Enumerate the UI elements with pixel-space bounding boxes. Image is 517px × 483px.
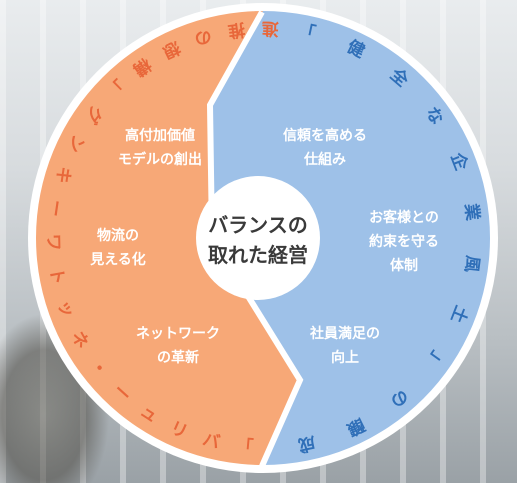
right-arc-char: 土 — [446, 303, 472, 326]
left-arc-char: の — [192, 25, 214, 49]
left-seg3-line1: ネットワーク — [136, 326, 220, 342]
left-seg1-line1: 高付加価値 — [125, 127, 195, 144]
left-arc-char: 推 — [227, 19, 247, 42]
center-title-line1: バランスの — [208, 213, 308, 237]
right-arc-char: 業 — [460, 202, 483, 221]
left-arc-char: ト — [45, 266, 68, 286]
left-arc-char: リ — [167, 418, 191, 443]
left-seg1-line2: モデルの創出 — [118, 151, 202, 168]
center-circle — [196, 176, 320, 300]
left-arc-char: ワ — [43, 233, 63, 250]
left-arc-char: バ — [200, 430, 221, 454]
right-arc-char: 成 — [296, 432, 317, 456]
right-seg1-line2: 仕組み — [303, 151, 346, 168]
right-seg2-line1: お客様との — [369, 209, 439, 226]
left-arc-char: ッ — [53, 298, 78, 321]
right-half — [210, 11, 490, 465]
right-seg3-line2: 向上 — [331, 349, 359, 366]
right-seg1-line1: 信頼を高める — [283, 127, 367, 144]
left-arc-char: キ — [51, 164, 75, 186]
left-half — [36, 11, 300, 465]
center-title-line2: 取れた経営 — [208, 243, 308, 267]
left-seg2-line1: 物流の — [97, 227, 139, 244]
right-arc-char: 「 — [296, 20, 317, 44]
left-seg2-line2: 見える化 — [89, 251, 146, 268]
right-seg2-line2: 約束を守る — [369, 233, 439, 250]
left-arc-char: 「 — [235, 436, 254, 458]
right-arc-char: 風 — [460, 254, 482, 273]
left-seg3-line2: の革新 — [157, 349, 199, 366]
right-seg2-line3: 体制 — [390, 257, 418, 274]
right-seg3-line1: 社員満足の — [309, 325, 380, 342]
left-arc-char: ー — [44, 198, 66, 218]
left-arc-char: 進 — [261, 18, 279, 39]
